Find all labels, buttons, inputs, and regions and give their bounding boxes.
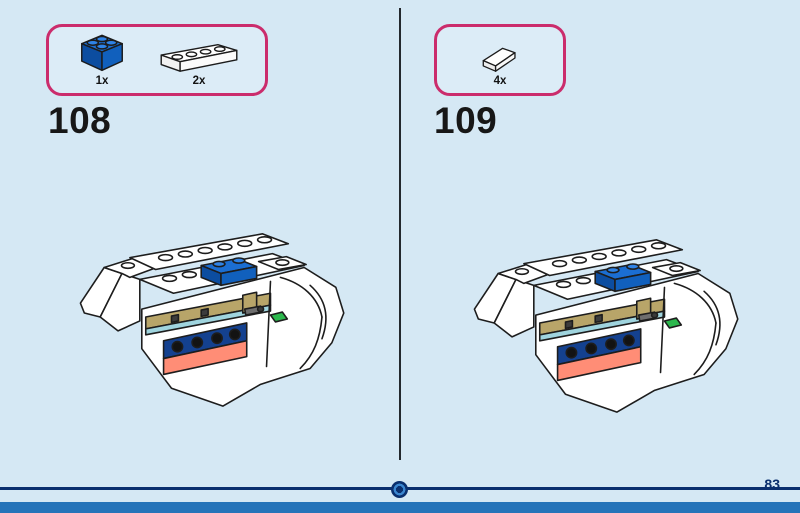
step-number-109: 109 (434, 100, 498, 141)
part-brick-1x4-white: 2x (157, 40, 241, 88)
parts-callout-108: 1x 2x (46, 24, 268, 96)
part-count: 2x (192, 74, 206, 87)
footer-bar (0, 502, 800, 513)
progress-thumb[interactable] (391, 481, 408, 498)
part-slope-1x2-white: 4x (478, 42, 522, 88)
step-panel-109: 4x 109 (400, 0, 800, 462)
step-number-108: 108 (48, 100, 112, 141)
panel-divider (399, 8, 401, 460)
assembly-illustration-108 (76, 218, 364, 416)
brick-1x4-white-icon (160, 43, 238, 72)
progress-bar[interactable] (0, 481, 800, 498)
part-brick-2x2-blue: 1x (73, 28, 131, 88)
part-count: 1x (95, 74, 109, 87)
slope-1x2-white-icon (482, 47, 516, 72)
step-panel-108: 1x 2x 108 (0, 0, 400, 462)
part-count: 4x (493, 74, 507, 87)
page-number: 83 (764, 476, 780, 492)
parts-callout-109: 4x (434, 24, 566, 96)
assembly-illustration-109 (470, 224, 758, 422)
brick-2x2-blue-icon (81, 34, 123, 71)
